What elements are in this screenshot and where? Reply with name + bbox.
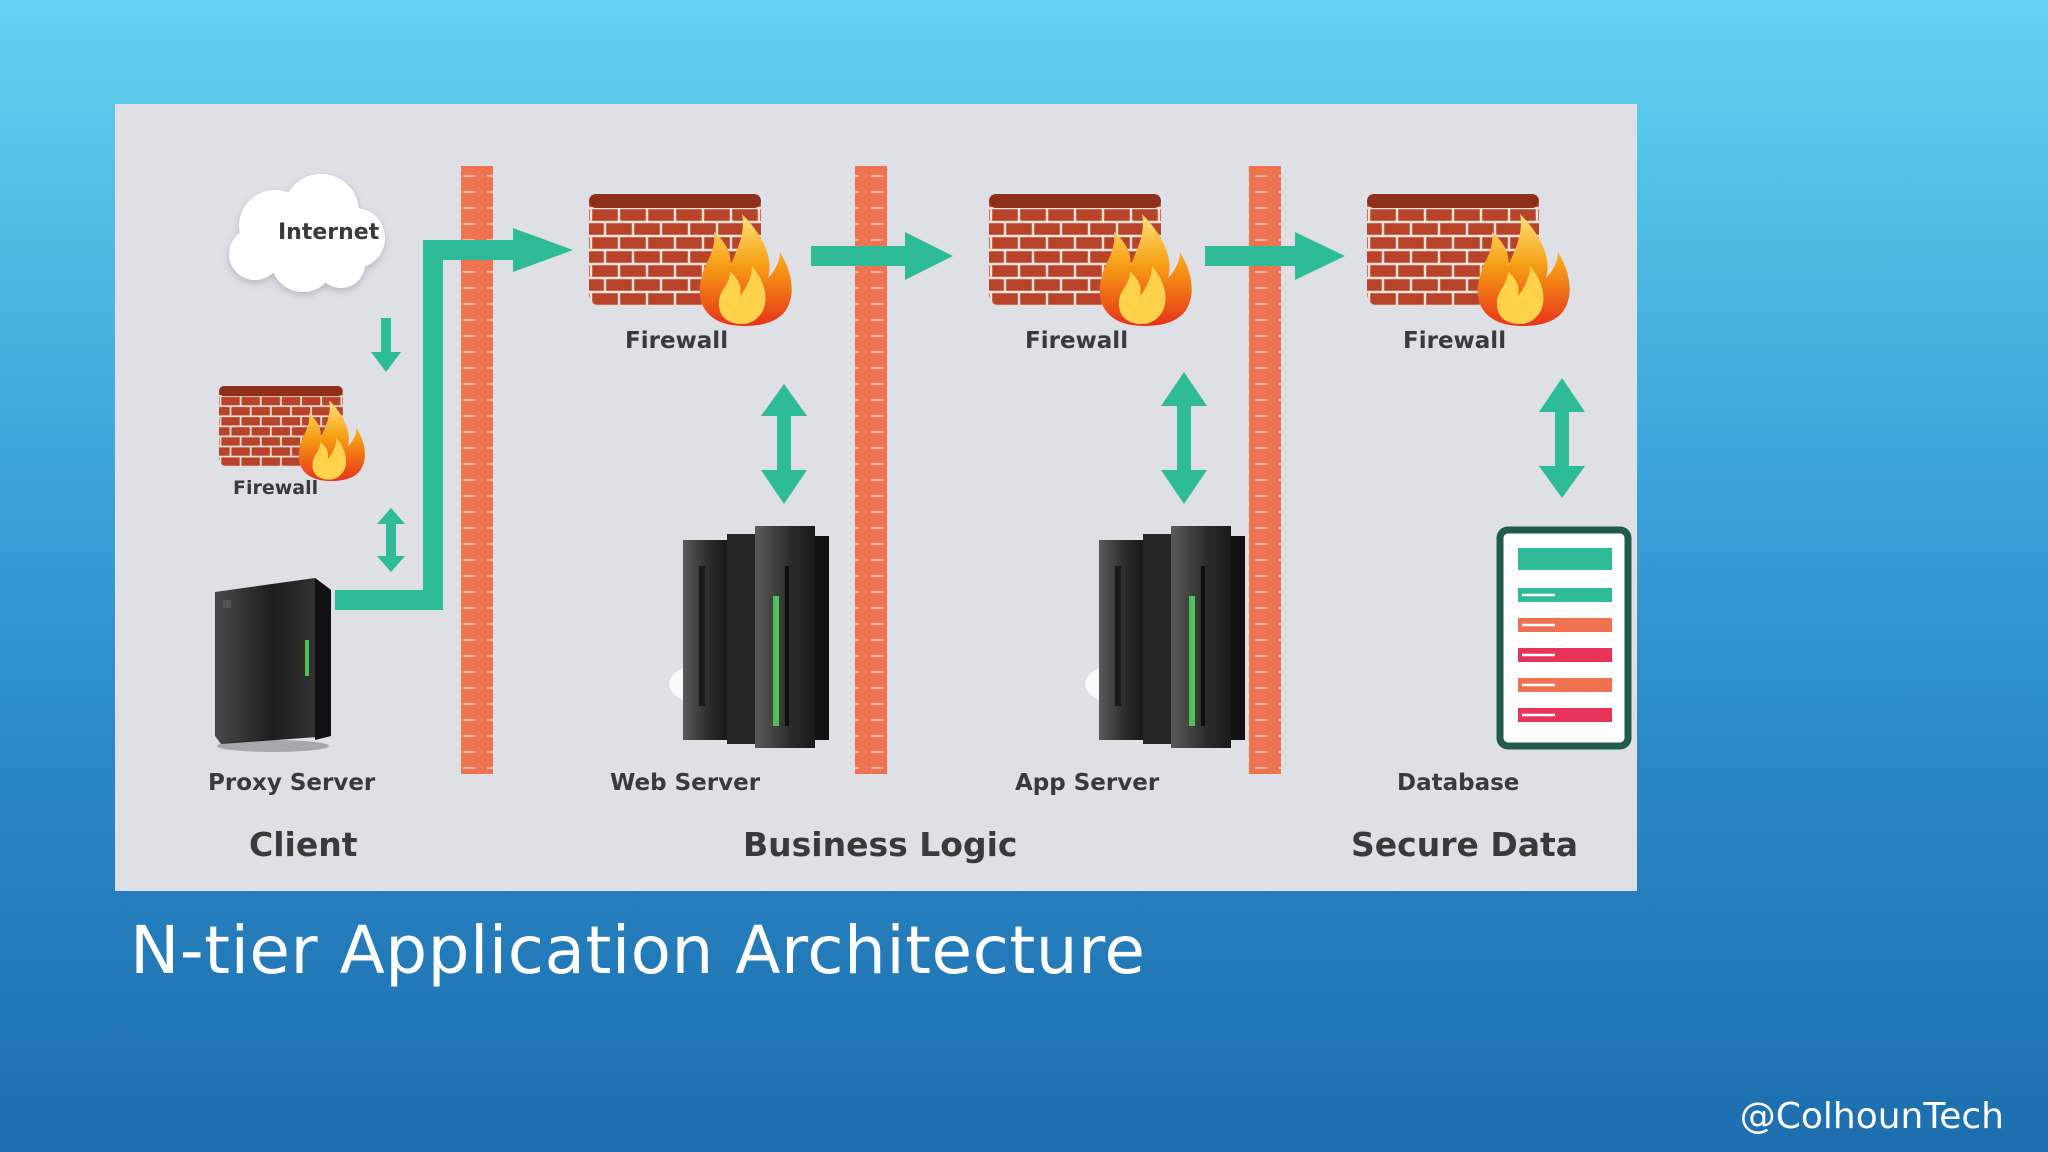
arrow-right-icon (335, 228, 573, 610)
firewall-icon (589, 194, 792, 326)
slide-title: N-tier Application Architecture (130, 912, 1146, 989)
internet-label: Internet (278, 220, 380, 245)
tier-divider-3 (1249, 166, 1281, 774)
app-firewall-label: Firewall (1025, 328, 1128, 354)
arrow-bidirectional-icon (761, 384, 807, 504)
arrow-down-icon (371, 318, 401, 372)
arrow-right-icon (811, 232, 953, 280)
server-icon (669, 526, 829, 748)
tier-label-business-logic: Business Logic (743, 825, 1017, 864)
tier-label-secure-data: Secure Data (1351, 825, 1578, 864)
architecture-diagram: Internet Firewall Proxy Server Firewall (115, 104, 1637, 891)
database-icon (1496, 526, 1632, 750)
arrow-right-icon (1205, 232, 1345, 280)
app-server-label: App Server (1015, 770, 1160, 796)
tier-divider-1 (461, 166, 493, 774)
data-firewall-label: Firewall (1403, 328, 1506, 354)
author-credit: @ColhounTech (1739, 1096, 2004, 1137)
firewall-icon (1367, 194, 1570, 326)
firewall-icon (219, 386, 365, 482)
firewall-icon (989, 194, 1192, 326)
arrow-bidirectional-icon (1539, 378, 1585, 498)
web-firewall-label: Firewall (625, 328, 728, 354)
server-icon (215, 578, 331, 752)
proxy-server-label: Proxy Server (208, 770, 376, 796)
database-label: Database (1397, 770, 1519, 796)
arrow-bidirectional-icon (377, 508, 405, 572)
tier-divider-2 (855, 166, 887, 774)
server-icon (1085, 526, 1245, 748)
client-firewall-label: Firewall (233, 477, 318, 499)
web-server-label: Web Server (610, 770, 761, 796)
tier-label-client: Client (249, 825, 358, 864)
cloud-icon (229, 174, 385, 292)
arrow-bidirectional-icon (1161, 372, 1207, 504)
